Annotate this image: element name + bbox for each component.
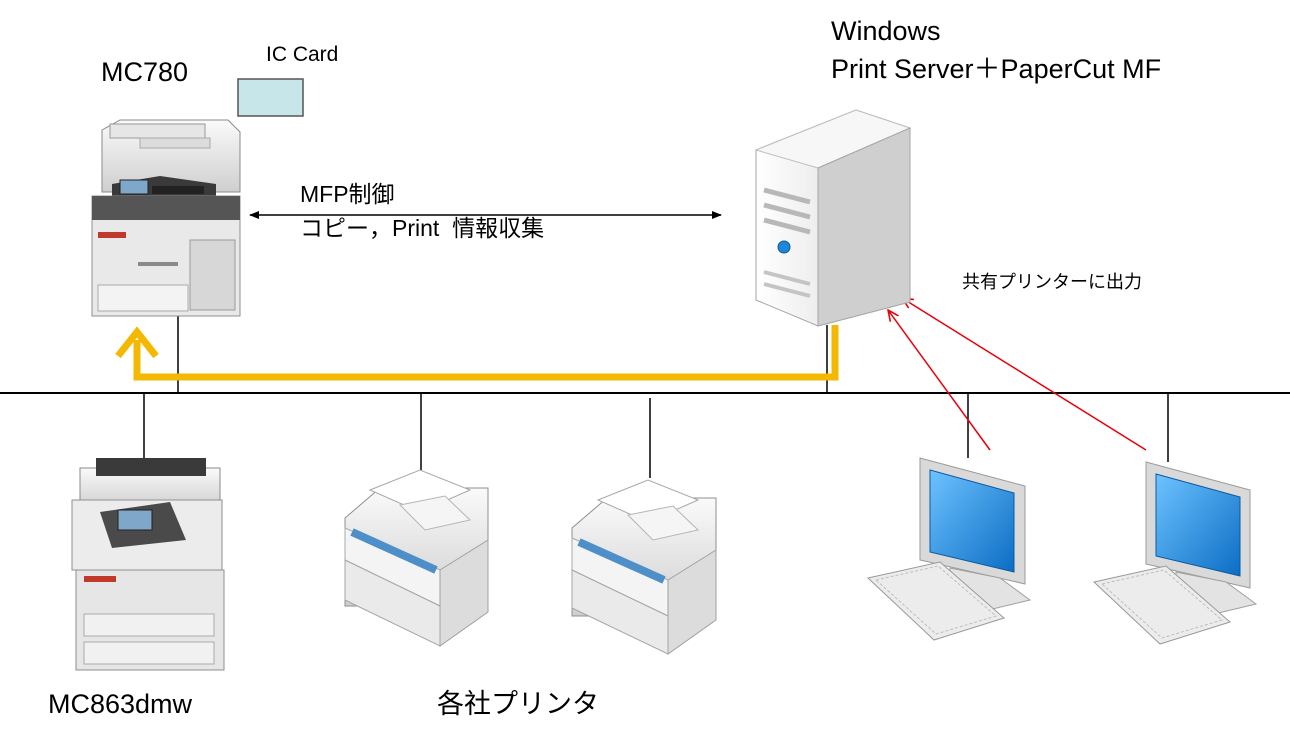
ic-card-icon — [237, 78, 304, 117]
computer-icon — [866, 457, 1032, 641]
ic-card-label: IC Card — [266, 43, 339, 66]
mfp-mc863-icon — [71, 458, 225, 671]
vendor-printers-label: 各社プリンタ — [437, 689, 599, 719]
server-label-line1: Windows — [831, 16, 941, 46]
mfp-control-line2: コピー，Print 情報収集 — [300, 211, 544, 245]
copy-print-text: コピー，Print — [300, 215, 440, 241]
shared-printer-output-label: 共有プリンターに出力 — [962, 272, 1142, 292]
mfp-control-line1: MFP制御 — [300, 181, 395, 207]
mc780-label: MC780 — [101, 57, 189, 87]
pc2-output-arrow — [902, 298, 1147, 451]
server-tower-icon — [754, 109, 912, 327]
printer-icon — [344, 469, 489, 647]
info-collection-text: 情報収集 — [452, 215, 545, 241]
print-release-path — [115, 325, 839, 381]
server-label: Windows Print Server＋PaperCut MF — [831, 12, 1161, 88]
computer-icon — [1092, 461, 1258, 645]
pc1-output-arrow — [888, 310, 991, 451]
mfp-mc780-icon — [91, 119, 241, 317]
mc863dmw-label: MC863dmw — [48, 689, 193, 719]
mfp-control-label: MFP制御 コピー，Print 情報収集 — [300, 177, 544, 245]
printer-icon — [571, 479, 717, 655]
server-label-line2: Print Server＋PaperCut MF — [831, 54, 1162, 84]
